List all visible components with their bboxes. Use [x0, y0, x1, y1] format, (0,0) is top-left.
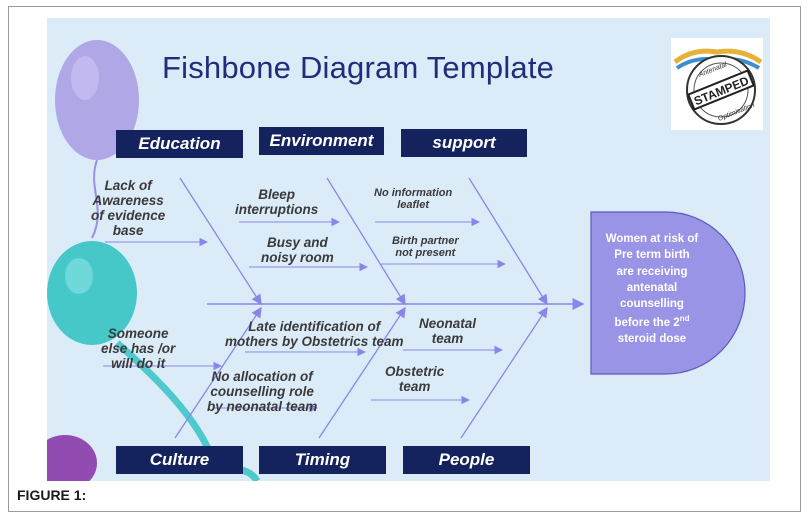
purple-balloon-decoration	[47, 435, 97, 481]
cause-bleep: Bleep interruptions	[235, 187, 318, 217]
cause-line: mothers by Obstetrics team	[225, 334, 404, 350]
cause-leaflet: No information leaflet	[374, 187, 452, 212]
effect-line: Pre term birth	[614, 249, 690, 262]
cause-line: leaflet	[397, 199, 429, 212]
effect-statement: Women at risk of Pre term birth are rece…	[590, 231, 714, 347]
cause-education: Lack of Awareness of evidence base	[91, 178, 165, 238]
cause-line: noisy room	[261, 250, 334, 266]
environment-bone	[326, 177, 406, 306]
cause-line: Someone	[107, 326, 169, 341]
cause-line: Obstetric	[385, 364, 445, 379]
decorations-and-bones	[47, 40, 585, 481]
timing-bone	[318, 306, 406, 439]
cause-no-allocation: No allocation of counselling role by neo…	[207, 369, 317, 414]
effect-line: steroid dose	[617, 332, 687, 345]
effect-line: counselling	[620, 298, 684, 311]
category-timing: Timing	[259, 446, 386, 474]
effect-superscript: nd	[679, 313, 690, 323]
effect-line: Women at risk of	[605, 233, 699, 245]
category-environment: Environment	[259, 127, 384, 155]
effect-line: antenatal	[626, 281, 678, 294]
cause-line: interruptions	[235, 202, 319, 218]
cause-birth-partner: Birth partner not present	[392, 235, 459, 260]
cause-culture: Someone else has /or will do it	[101, 326, 175, 371]
education-bone	[179, 177, 262, 306]
cause-line: base	[112, 223, 144, 239]
cause-line: Awareness	[92, 193, 164, 209]
cause-line: of evidence	[91, 208, 166, 224]
cause-line: not present	[395, 247, 456, 260]
cause-busy-room: Busy and noisy room	[261, 235, 334, 265]
figure-caption: FIGURE 1:	[17, 487, 87, 503]
cause-line: will do it	[111, 356, 166, 372]
category-education: Education	[116, 130, 243, 158]
stamped-logo: STAMPED Antenatal Optimisation	[671, 38, 763, 130]
category-support: support	[401, 129, 527, 157]
cause-line: Birth partner	[392, 235, 459, 247]
slide-title: Fishbone Diagram Template	[162, 50, 555, 85]
category-culture: Culture	[116, 446, 243, 474]
figure-frame	[8, 6, 801, 512]
cause-neonatal-team: Neonatal team	[419, 316, 476, 346]
effect-head-shape	[590, 211, 746, 375]
fishbone-slide: Fishbone Diagram Template STAMPED Antena…	[47, 18, 770, 481]
cause-line: team	[398, 379, 431, 395]
cause-line: else has /or	[101, 341, 176, 357]
cause-line: Late identification of	[248, 319, 381, 334]
support-bone	[468, 177, 548, 306]
cause-late-identification: Late identification of mothers by Obstet…	[225, 319, 404, 349]
cause-line: No information	[374, 187, 453, 199]
cause-obstetric-team: Obstetric team	[385, 364, 444, 394]
cause-line: No allocation of	[211, 369, 313, 384]
cause-line: Neonatal	[419, 316, 477, 331]
cause-line: by neonatal team	[207, 399, 318, 415]
effect-line: are receiving	[616, 265, 688, 278]
cause-line: Lack of	[104, 178, 152, 193]
cause-line: counselling role	[210, 384, 314, 400]
cause-line: Bleep	[258, 187, 295, 202]
culture-bone	[174, 306, 262, 439]
cause-line: Busy and	[267, 235, 328, 250]
effect-line-prefix: before the 2	[614, 316, 680, 329]
effect-line: before the 2nd	[590, 313, 714, 331]
people-bone	[460, 306, 548, 439]
category-people: People	[403, 446, 530, 474]
cause-line: team	[431, 331, 464, 347]
